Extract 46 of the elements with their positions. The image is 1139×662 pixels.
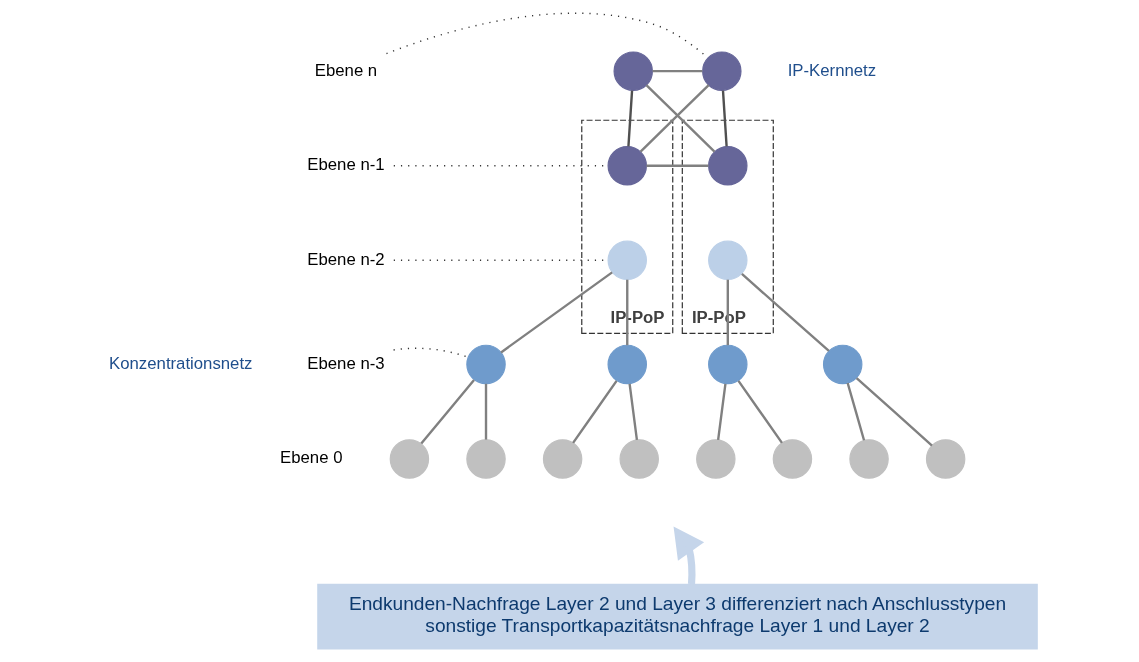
node-circle xyxy=(619,439,659,479)
node-circle xyxy=(542,439,583,479)
label: Konzentrationsnetz xyxy=(109,353,253,373)
connector xyxy=(726,279,729,346)
node-circle xyxy=(607,344,647,385)
connector xyxy=(572,380,618,444)
connector xyxy=(741,273,830,352)
connector xyxy=(646,164,709,167)
node-circle xyxy=(772,439,813,479)
node-text: Ebene n xyxy=(314,60,378,80)
node-circle xyxy=(925,439,966,479)
connector xyxy=(392,347,469,358)
node-box: Endkunden-Nachfrage Layer 2 und Layer 3 differenziert nach Anschlusstypen sonstige Transportkapazitätsnachfrage Layer 1 und Layer 2 xyxy=(317,583,1038,650)
node-circle xyxy=(466,344,506,385)
node-circle xyxy=(607,240,647,281)
node-circle xyxy=(466,439,506,479)
connector xyxy=(652,69,703,73)
label: Ebene 0 xyxy=(280,448,343,468)
arrow xyxy=(673,526,705,585)
connector xyxy=(716,383,727,441)
connector xyxy=(639,84,710,153)
node-circle xyxy=(696,439,736,479)
connector xyxy=(721,90,728,147)
node-circle xyxy=(702,51,742,91)
node-circle xyxy=(613,51,653,91)
node-circle xyxy=(708,344,748,385)
connector xyxy=(420,379,475,445)
connector xyxy=(645,84,716,153)
node-circle xyxy=(708,146,748,186)
connector xyxy=(627,90,634,147)
connector xyxy=(855,377,933,447)
connector xyxy=(500,271,613,354)
node-text: Ebene n-1 xyxy=(307,155,385,175)
connector xyxy=(737,380,783,444)
node-text: Ebene n-3 xyxy=(307,353,385,373)
connector xyxy=(846,382,866,441)
node-circle xyxy=(389,439,430,479)
node-circle xyxy=(849,439,889,479)
connector xyxy=(626,279,629,346)
connector xyxy=(484,383,488,440)
connector xyxy=(628,383,639,441)
node-circle xyxy=(708,240,748,281)
node-circle xyxy=(822,344,863,385)
label: IP-Kernnetz xyxy=(787,60,877,80)
node-text: Ebene n-2 xyxy=(307,249,385,269)
node-circle xyxy=(607,146,647,186)
